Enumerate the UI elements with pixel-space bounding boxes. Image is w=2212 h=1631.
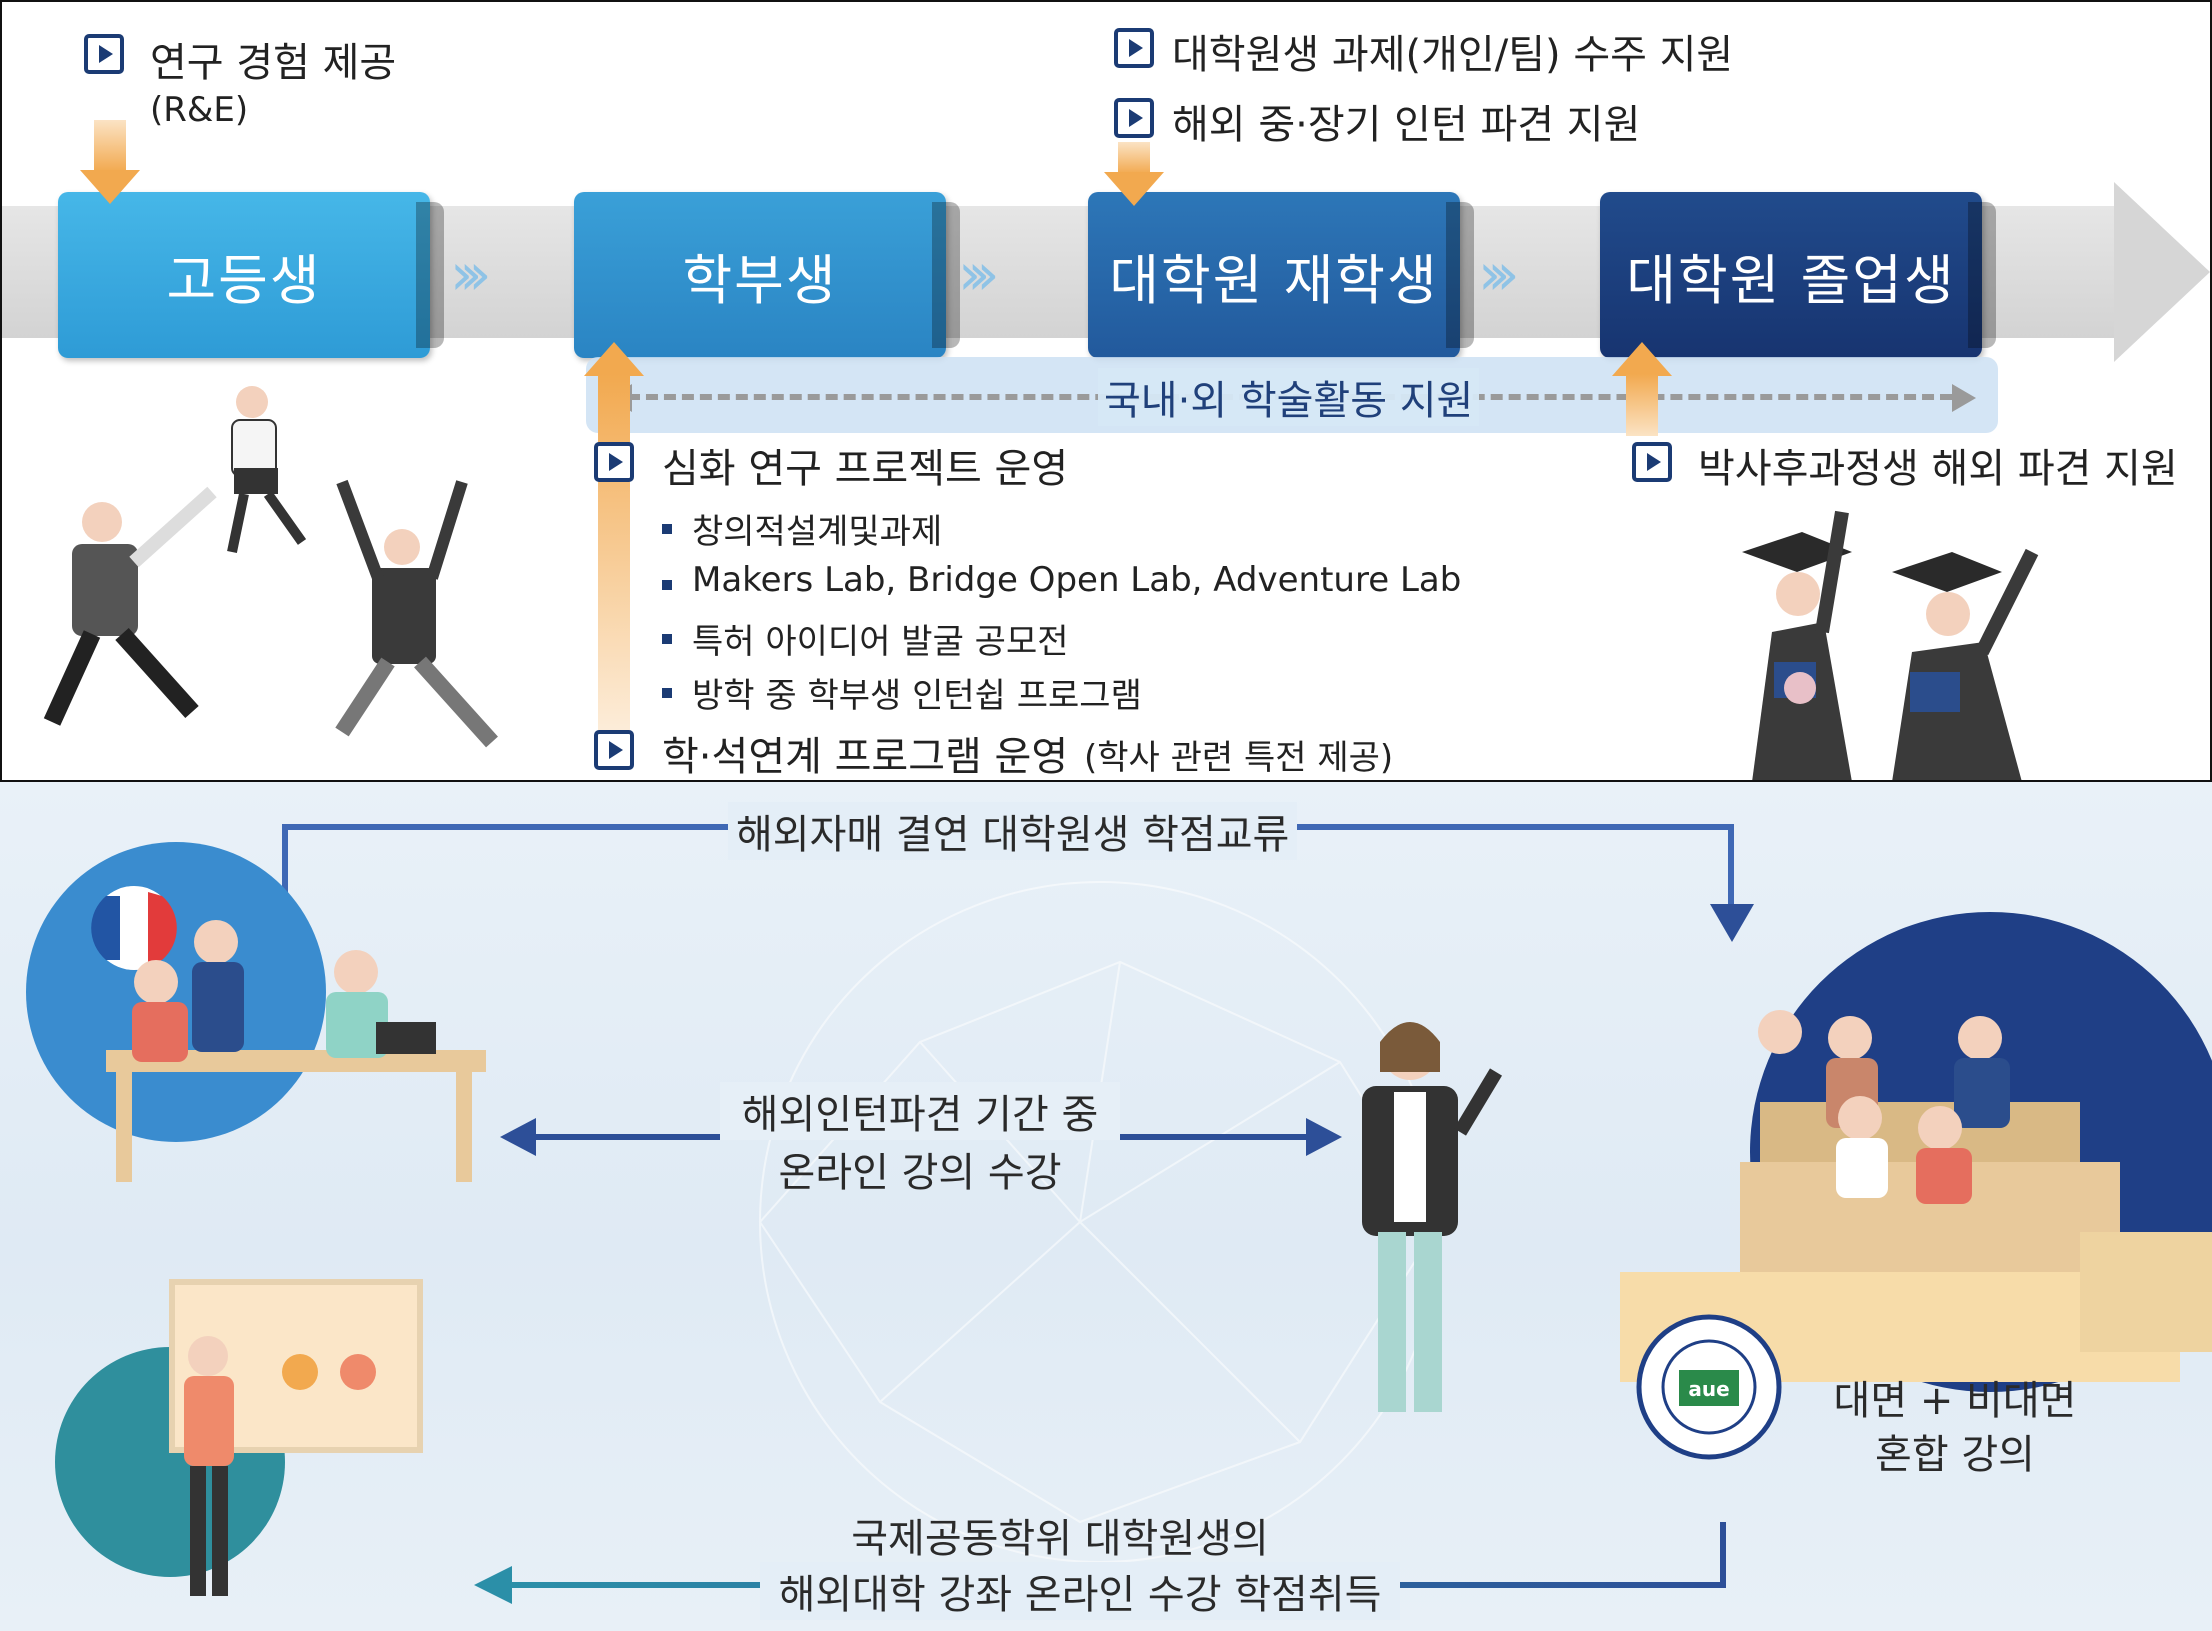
pipeline-arrowhead: [2114, 182, 2210, 362]
study-group-illustration: [26, 842, 486, 1182]
bullet-icon: [662, 634, 672, 644]
exchange-line-left: [282, 824, 288, 894]
career-pipeline-panel: 고등생 학부생 대학원 재학생 대학원 졸업생 ››› ››› ››› 연구 경…: [0, 0, 2212, 782]
exchange-line-right: [1728, 824, 1734, 910]
up-arrow-shaft: [598, 374, 630, 754]
academic-activity-label: 국내·외 학술활동 지원: [1098, 368, 1480, 426]
stage-high-school: 고등생: [58, 192, 444, 358]
seal-text: aue: [1688, 1377, 1729, 1401]
bullet-icon: [662, 688, 672, 698]
left-arrow-icon: [474, 1566, 512, 1604]
grad-support-text-2: 해외 중·장기 인턴 파견 지원: [1172, 102, 1641, 148]
deep-research-text: 심화 연구 프로젝트 운영: [662, 446, 1069, 492]
chevrons-icon: ›››: [1478, 240, 1519, 308]
chevrons-icon: ›››: [450, 240, 491, 308]
play-box-icon: [594, 442, 634, 482]
postdoc-text: 박사후과정생 해외 파견 지원: [1698, 446, 2178, 492]
presenter-illustration: [55, 1279, 423, 1596]
left-arrow-icon: [500, 1118, 536, 1156]
down-arrow-icon: [80, 170, 140, 204]
play-box-icon: [1632, 442, 1672, 482]
joint-degree-label-2: 해외대학 강좌 온라인 수강 학점취득: [760, 1562, 1400, 1620]
bs-ms-program-note: (학사 관련 특전 제공): [1084, 738, 1394, 778]
chevrons-icon: ›››: [958, 240, 999, 308]
stage-label: 대학원 재학생: [1109, 248, 1439, 312]
up-arrow-icon: [1612, 342, 1672, 376]
bullet-item: 방학 중 학부생 인턴쉽 프로그램: [692, 676, 1142, 716]
up-arrow-icon: [584, 342, 644, 376]
stage-grad-alumni: 대학원 졸업생: [1600, 192, 1996, 358]
graduates-illustration: [1742, 510, 2039, 780]
bullet-icon: [662, 524, 672, 534]
grad-support-text-1: 대학원생 과제(개인/팀) 수주 지원: [1172, 32, 1734, 78]
university-seal-icon: aue: [1636, 1314, 1782, 1460]
intern-online-label-1: 해외인턴파견 기간 중: [720, 1082, 1120, 1140]
bullet-icon: [662, 580, 672, 590]
hybrid-label-2: 혼합 강의: [1875, 1432, 2035, 1478]
play-box-icon: [1114, 98, 1154, 138]
stage-label: 고등생: [166, 248, 322, 312]
bullet-item: 창의적설계및과제: [692, 512, 943, 552]
right-arrow-icon: [1952, 384, 1976, 412]
stage-label: 대학원 졸업생: [1626, 248, 1956, 312]
hybrid-label-1: 대면 + 비대면: [1833, 1378, 2077, 1424]
bs-ms-program-text: 학·석연계 프로그램 운영: [662, 734, 1069, 780]
classroom-illustration: [1620, 912, 2212, 1392]
stage-undergraduate: 학부생: [574, 192, 960, 358]
teacher-illustration: [1362, 1022, 1503, 1412]
up-arrow-shaft: [1626, 374, 1658, 436]
down-arrow-icon: [1710, 904, 1754, 942]
bullet-item: 특허 아이디어 발굴 공모전: [692, 622, 1069, 662]
exchange-label: 해외자매 결연 대학원생 학점교류: [728, 802, 1298, 860]
stage-label: 학부생: [682, 248, 838, 312]
play-box-icon: [1114, 28, 1154, 68]
stage-grad-student: 대학원 재학생: [1088, 192, 1474, 358]
bullet-item: Makers Lab, Bridge Open Lab, Adventure L…: [692, 560, 1462, 600]
play-box-icon: [594, 730, 634, 770]
intern-online-label-2: 온라인 강의 수강: [778, 1150, 1062, 1196]
play-box-icon: [84, 34, 124, 74]
down-arrow-shaft: [1118, 142, 1150, 174]
research-subtitle: (R&E): [150, 90, 249, 130]
right-arrow-icon: [1306, 1118, 1342, 1156]
exchange-diagram-panel: 해외자매 결연 대학원생 학점교류 해외인턴파견 기간 중 온라인 강의 수강 …: [0, 782, 2212, 1631]
joint-line-right: [1720, 1522, 1726, 1588]
down-arrow-shaft: [94, 120, 126, 172]
research-title: 연구 경험 제공: [150, 40, 397, 86]
joint-degree-label-1: 국제공동학위 대학원생의: [851, 1516, 1269, 1562]
down-arrow-icon: [1104, 172, 1164, 206]
jumping-students-illustration: [43, 386, 498, 748]
